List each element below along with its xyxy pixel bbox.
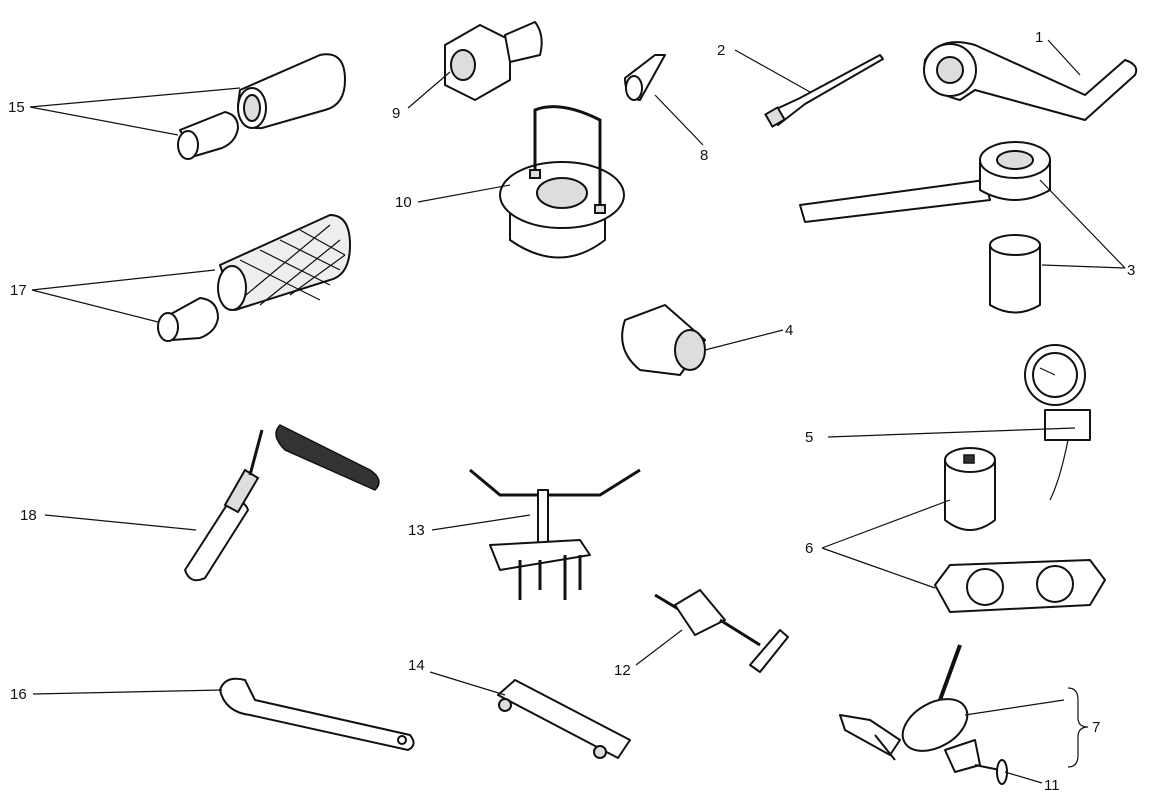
tool-15-sockets xyxy=(177,53,346,160)
callout-5: 5 xyxy=(805,429,813,446)
callout-10: 10 xyxy=(395,194,412,211)
tool-14-plate-tool xyxy=(497,679,631,759)
callout-17: 17 xyxy=(10,282,27,299)
tool-6-socket-and-plate xyxy=(934,447,1106,613)
callout-1: 1 xyxy=(1035,29,1043,46)
tool-8-cone xyxy=(624,54,666,101)
callout-9: 9 xyxy=(392,105,400,122)
callout-18: 18 xyxy=(20,507,37,524)
tool-9-adapter xyxy=(444,21,543,101)
callout-14: 14 xyxy=(408,657,425,674)
bracket-7 xyxy=(1067,687,1089,768)
callout-8: 8 xyxy=(700,147,708,164)
callout-2: 2 xyxy=(717,42,725,59)
tool-2-probe xyxy=(764,54,884,128)
callout-11: 11 xyxy=(1044,777,1060,794)
callout-12: 12 xyxy=(614,662,631,679)
callout-16: 16 xyxy=(10,686,27,703)
tool-11-pin xyxy=(974,759,1008,785)
tool-1-wrench xyxy=(923,41,1138,121)
tool-5-dial-gauge xyxy=(1024,344,1091,501)
tool-16-pin-wrench xyxy=(219,677,415,751)
tool-12-tensioner xyxy=(654,589,789,673)
tool-3-wrench-and-socket xyxy=(799,141,1051,314)
tool-7-cutter xyxy=(839,644,981,773)
tool-10-puller xyxy=(499,105,625,259)
callout-7: 7 xyxy=(1092,719,1100,736)
callout-4: 4 xyxy=(785,322,793,339)
tool-4-socket xyxy=(621,304,706,376)
callout-13: 13 xyxy=(408,522,425,539)
tool-17-knurled-sockets xyxy=(157,214,351,342)
callout-3: 3 xyxy=(1127,262,1135,279)
tool-13-flywheel-puller xyxy=(469,468,641,600)
callout-6: 6 xyxy=(805,540,813,557)
callout-15: 15 xyxy=(8,99,25,116)
tool-18-crank-handle xyxy=(184,424,380,582)
